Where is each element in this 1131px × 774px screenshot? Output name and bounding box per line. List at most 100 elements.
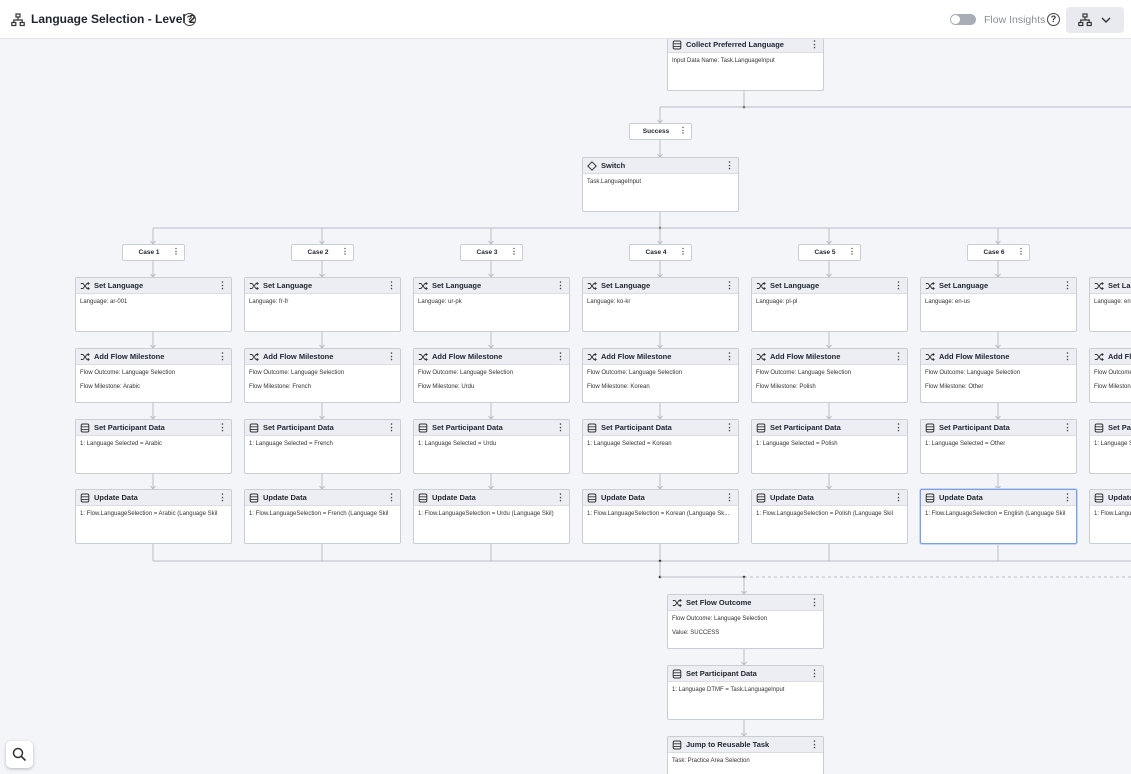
pill-label: Case 6 — [983, 249, 1005, 256]
node-header: Set Flow Outcome⋮ — [668, 595, 823, 611]
pill-menu-icon[interactable]: ⋮ — [679, 126, 687, 135]
node-title: Set Participant Data — [432, 423, 503, 432]
node-menu-icon[interactable]: ⋮ — [725, 422, 734, 432]
add-flow-milestone-node-1[interactable]: Add Flow Milestone⋮Flow Outcome: Languag… — [75, 348, 232, 403]
flow-canvas[interactable]: Collect Preferred Language⋮Input Data Na… — [0, 39, 1131, 774]
node-menu-icon[interactable]: ⋮ — [725, 351, 734, 361]
update-data-node-7[interactable]: Update Data⋮1: Flow.Langu — [1089, 489, 1131, 544]
node-menu-icon[interactable]: ⋮ — [1063, 492, 1072, 502]
node-menu-icon[interactable]: ⋮ — [725, 492, 734, 502]
node-menu-icon[interactable]: ⋮ — [894, 422, 903, 432]
node-header: Update Data⋮ — [414, 490, 569, 506]
node-menu-icon[interactable]: ⋮ — [810, 39, 819, 49]
update-data-node-1[interactable]: Update Data⋮1: Flow.LanguageSelection = … — [75, 489, 232, 544]
node-detail-text: 1: Flow.LanguageSelection = Korean (Lang… — [587, 511, 730, 517]
node-menu-icon[interactable]: ⋮ — [894, 492, 903, 502]
add-flow-milestone-node-4[interactable]: Add Flow Milestone⋮Flow Outcome: Languag… — [582, 348, 739, 403]
set-participant-data-node-7[interactable]: Set Participant Data⋮1: Language S — [1089, 419, 1131, 474]
case-pill-4[interactable]: Case 4⋮ — [629, 244, 692, 261]
set-language-node-1[interactable]: Set Language⋮Language: ar-001 — [75, 277, 232, 332]
node-menu-icon[interactable]: ⋮ — [1063, 280, 1072, 290]
node-menu-icon[interactable]: ⋮ — [218, 422, 227, 432]
case-pill-1[interactable]: Case 1⋮ — [122, 244, 185, 261]
update-data-node-2[interactable]: Update Data⋮1: Flow.LanguageSelection = … — [244, 489, 401, 544]
set-language-node-5[interactable]: Set Language⋮Language: pl-pl — [751, 277, 908, 332]
set-language-node-7[interactable]: Set Language⋮Language: en — [1089, 277, 1131, 332]
node-menu-icon[interactable]: ⋮ — [556, 280, 565, 290]
node-menu-icon[interactable]: ⋮ — [725, 280, 734, 290]
add-flow-milestone-node-6[interactable]: Add Flow Milestone⋮Flow Outcome: Languag… — [920, 348, 1077, 403]
node-detail-text: Flow Milestone: Polish — [756, 384, 816, 390]
set-language-node-4[interactable]: Set Language⋮Language: ko-kr — [582, 277, 739, 332]
node-title: Jump to Reusable Task — [686, 740, 770, 749]
case-pill-5[interactable]: Case 5⋮ — [798, 244, 861, 261]
node-menu-icon[interactable]: ⋮ — [810, 597, 819, 607]
layout-menu-button[interactable] — [1066, 7, 1124, 33]
bottom-node-2[interactable]: Set Participant Data⋮1: Language DTMF = … — [667, 665, 824, 720]
pill-menu-icon[interactable]: ⋮ — [510, 247, 518, 256]
switch-node[interactable]: Switch⋮Task.LanguageInput — [582, 157, 739, 212]
node-menu-icon[interactable]: ⋮ — [810, 668, 819, 678]
collect-preferred-language-node[interactable]: Collect Preferred Language⋮Input Data Na… — [667, 39, 824, 91]
node-menu-icon[interactable]: ⋮ — [218, 280, 227, 290]
node-detail-text: Language: en-us — [925, 299, 971, 305]
set-language-node-6[interactable]: Set Language⋮Language: en-us — [920, 277, 1077, 332]
node-title: Set Participant Data — [939, 423, 1010, 432]
set-participant-data-node-3[interactable]: Set Participant Data⋮1: Language Selecte… — [413, 419, 570, 474]
node-menu-icon[interactable]: ⋮ — [387, 351, 396, 361]
bottom-node-3[interactable]: Jump to Reusable Task⋮Task: Practice Are… — [667, 736, 824, 774]
set-participant-data-node-4[interactable]: Set Participant Data⋮1: Language Selecte… — [582, 419, 739, 474]
bottom-node-1[interactable]: Set Flow Outcome⋮Flow Outcome: Language … — [667, 594, 824, 649]
case-pill-3[interactable]: Case 3⋮ — [460, 244, 523, 261]
node-menu-icon[interactable]: ⋮ — [387, 422, 396, 432]
node-menu-icon[interactable]: ⋮ — [556, 422, 565, 432]
node-detail-text: Flow Milestone: Arabic — [80, 384, 141, 390]
add-flow-milestone-node-3[interactable]: Add Flow Milestone⋮Flow Outcome: Languag… — [413, 348, 570, 403]
node-menu-icon[interactable]: ⋮ — [1063, 351, 1072, 361]
node-detail-text: Language: ko-kr — [587, 299, 631, 305]
node-menu-icon[interactable]: ⋮ — [218, 351, 227, 361]
set-participant-data-node-6[interactable]: Set Participant Data⋮1: Language Selecte… — [920, 419, 1077, 474]
case-pill-6[interactable]: Case 6 ⋮ — [967, 244, 1030, 261]
add-flow-milestone-node-2[interactable]: Add Flow Milestone⋮Flow Outcome: Languag… — [244, 348, 401, 403]
update-data-node-5[interactable]: Update Data⋮1: Flow.LanguageSelection = … — [751, 489, 908, 544]
pill-menu-icon[interactable]: ⋮ — [1017, 247, 1025, 256]
update-data-node-6[interactable]: Update Data⋮1: Flow.LanguageSelection = … — [920, 489, 1077, 544]
search-button[interactable] — [6, 741, 33, 768]
flow-insights-toggle[interactable] — [950, 14, 976, 25]
node-menu-icon[interactable]: ⋮ — [810, 739, 819, 749]
set-language-node-3[interactable]: Set Language⋮Language: ur-pk — [413, 277, 570, 332]
node-title: Update Data — [770, 493, 814, 502]
node-header: Update Data⋮ — [245, 490, 400, 506]
node-menu-icon[interactable]: ⋮ — [387, 280, 396, 290]
update-data-node-4[interactable]: Update Data⋮1: Flow.LanguageSelection = … — [582, 489, 739, 544]
search-icon — [12, 747, 27, 762]
node-header: Add Flow Milestone⋮ — [921, 349, 1076, 365]
set-participant-data-node-1[interactable]: Set Participant Data⋮1: Language Selecte… — [75, 419, 232, 474]
node-menu-icon[interactable]: ⋮ — [218, 492, 227, 502]
node-header: Set Participant Data⋮ — [752, 420, 907, 436]
node-menu-icon[interactable]: ⋮ — [556, 351, 565, 361]
node-menu-icon[interactable]: ⋮ — [387, 492, 396, 502]
pill-menu-icon[interactable]: ⋮ — [341, 247, 349, 256]
node-menu-icon[interactable]: ⋮ — [725, 160, 734, 170]
set-language-node-2[interactable]: Set Language⋮Language: fr-fr — [244, 277, 401, 332]
flow-insights-help-icon[interactable]: ? — [1047, 13, 1060, 26]
node-menu-icon[interactable]: ⋮ — [894, 351, 903, 361]
node-menu-icon[interactable]: ⋮ — [894, 280, 903, 290]
node-title: Set Language — [1108, 281, 1131, 290]
help-icon[interactable]: ? — [183, 13, 196, 26]
case-pill-2[interactable]: Case 2⋮ — [291, 244, 354, 261]
update-data-node-3[interactable]: Update Data⋮1: Flow.LanguageSelection = … — [413, 489, 570, 544]
set-participant-data-node-5[interactable]: Set Participant Data⋮1: Language Selecte… — [751, 419, 908, 474]
add-flow-milestone-node-5[interactable]: Add Flow Milestone⋮Flow Outcome: Languag… — [751, 348, 908, 403]
set-participant-data-node-2[interactable]: Set Participant Data⋮1: Language Selecte… — [244, 419, 401, 474]
node-menu-icon[interactable]: ⋮ — [556, 492, 565, 502]
node-menu-icon[interactable]: ⋮ — [1063, 422, 1072, 432]
pill-menu-icon[interactable]: ⋮ — [172, 247, 180, 256]
pill-menu-icon[interactable]: ⋮ — [848, 247, 856, 256]
toggle-knob — [951, 15, 960, 24]
pill-menu-icon[interactable]: ⋮ — [679, 247, 687, 256]
success-pill[interactable]: Success⋮ — [629, 123, 692, 140]
